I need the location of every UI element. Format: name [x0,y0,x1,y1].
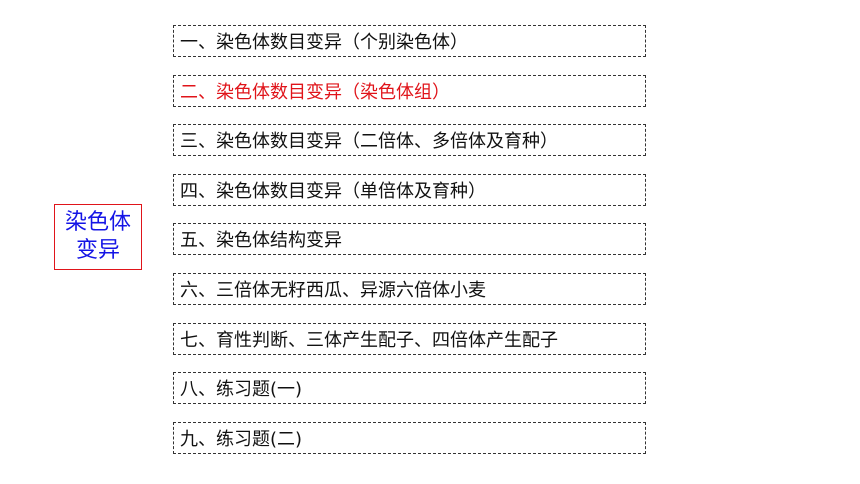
menu-item-label: 九、练习题(二) [180,429,303,450]
menu-item-label: 八、练习题(一) [180,379,303,400]
menu-item-label: 二、染色体数目变异（染色体组） [180,82,450,103]
menu-item-label: 四、染色体数目变异（单倍体及育种） [180,181,486,202]
menu-item-label: 三、染色体数目变异（二倍体、多倍体及育种） [180,131,558,152]
topic-line-2: 变异 [75,238,120,263]
menu-item-2[interactable]: 二、染色体数目变异（染色体组） [173,75,646,107]
menu-item-label: 七、育性判断、三体产生配子、四倍体产生配子 [180,330,558,351]
menu-item-5[interactable]: 五、染色体结构变异 [173,223,646,255]
menu-item-label: 一、染色体数目变异（个别染色体） [180,32,468,53]
topic-line-1: 染色体 [64,210,131,235]
menu-item-label: 六、三倍体无籽西瓜、异源六倍体小麦 [180,280,486,301]
menu-item-label: 五、染色体结构变异 [180,230,342,251]
menu-item-4[interactable]: 四、染色体数目变异（单倍体及育种） [173,174,646,206]
menu-item-6[interactable]: 六、三倍体无籽西瓜、异源六倍体小麦 [173,273,646,305]
menu-item-9[interactable]: 九、练习题(二) [173,422,646,454]
menu-item-1[interactable]: 一、染色体数目变异（个别染色体） [173,25,646,57]
menu-item-8[interactable]: 八、练习题(一) [173,372,646,404]
menu-item-3[interactable]: 三、染色体数目变异（二倍体、多倍体及育种） [173,124,646,156]
menu-item-7[interactable]: 七、育性判断、三体产生配子、四倍体产生配子 [173,323,646,355]
topic-box: 染色体 变异 [54,204,142,270]
